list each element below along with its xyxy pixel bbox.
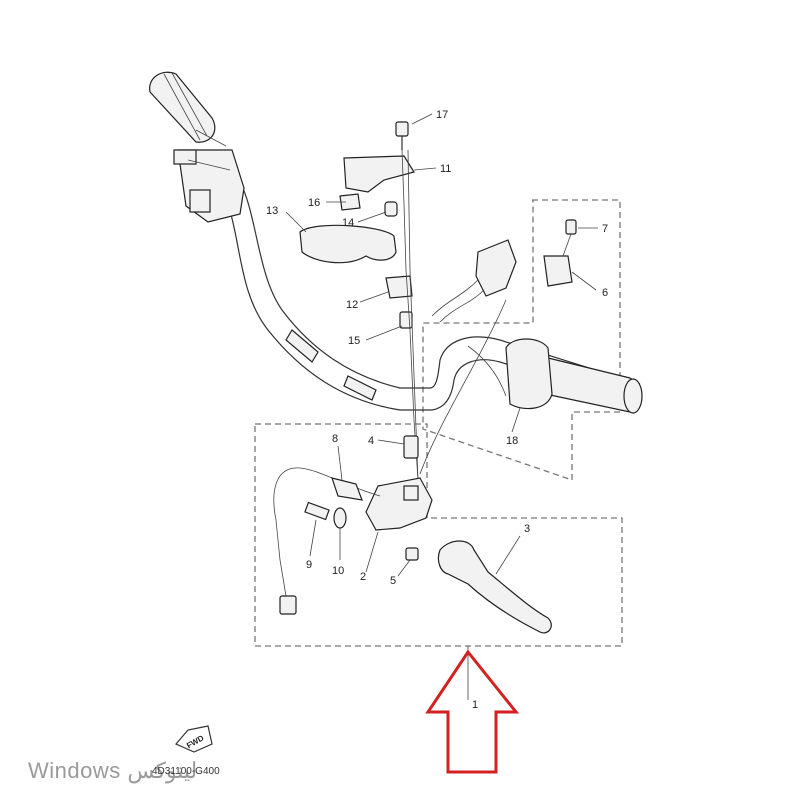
part-labels: 17 11 16 14 13 12 15 7 6 18 4 8 9 10 2 5… [266,109,608,711]
diagram-code: 4D31100-G400 [152,766,220,777]
part-11-holder [343,155,415,193]
part-10-washer [333,507,347,529]
label-1: 1 [472,699,478,711]
part-6-switch-clamp [543,255,573,287]
lever-group-box [254,423,623,647]
part-12-plate [385,275,413,299]
label-8: 8 [332,433,338,445]
label-16: 16 [308,197,320,209]
leader-lines [285,113,598,700]
center-cable [401,149,419,481]
label-9: 9 [306,559,312,571]
label-12: 12 [346,299,358,311]
part-9-spring [304,501,330,521]
label-15: 15 [348,335,360,347]
left-mount-assembly [173,129,245,223]
part-13-cable-clamp [299,224,397,264]
fwd-arrow-icon: FWD [175,725,213,753]
windows-watermark: Windows لینوکس [28,758,198,783]
part-3-lever [437,540,552,634]
part-17-bolt [395,121,409,150]
label-7: 7 [602,223,608,235]
part-15-bolt [399,311,413,329]
part-18-switch [505,338,553,410]
switch-connector [475,239,517,297]
label-3: 3 [524,523,530,535]
part-14-bolt [384,201,398,217]
label-6: 6 [602,287,608,299]
handlebar [149,71,643,414]
label-11: 11 [440,163,451,175]
part-5-nut [405,547,419,561]
label-10: 10 [332,565,344,577]
part-8-adjuster [331,477,363,501]
label-17: 17 [436,109,448,121]
part-16-cap [339,193,361,211]
red-up-arrow-icon [425,649,520,774]
label-5: 5 [390,575,396,587]
part-7-screw [565,219,577,235]
label-14: 14 [342,217,354,229]
label-2: 2 [360,571,366,583]
label-13: 13 [266,205,278,217]
label-18: 18 [506,435,518,447]
label-4: 4 [368,435,374,447]
connector-plug [279,595,297,615]
lever-holder-assembly [365,435,433,531]
switch-group-box [422,199,621,481]
